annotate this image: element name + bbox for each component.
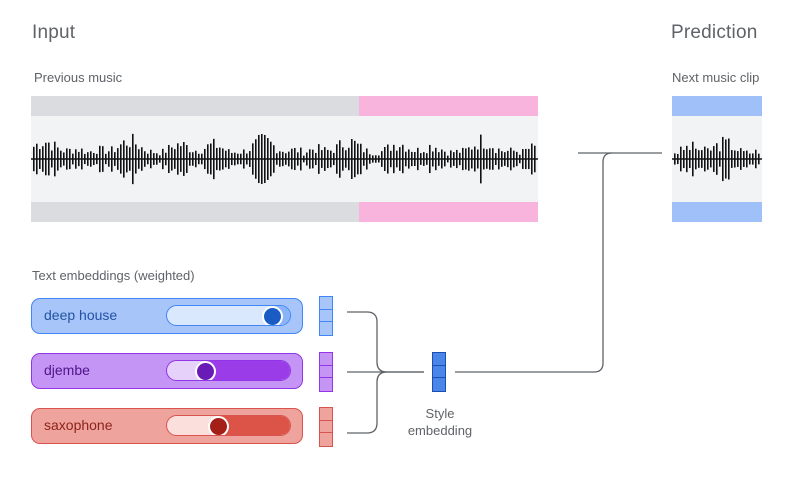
djembe-embedding-vector: [319, 352, 333, 392]
djembe-slider-fill: [205, 361, 290, 380]
next-clip-label: Next music clip: [672, 70, 760, 85]
prediction-title: Prediction: [671, 22, 758, 43]
style-to-prediction-line: [455, 152, 613, 373]
style-embedding-vector: [432, 352, 446, 392]
deep-house-weight-slider[interactable]: [166, 305, 291, 326]
prompt-deep-house[interactable]: deep house: [31, 298, 303, 334]
prediction-bar-bottom: [672, 202, 762, 222]
context-bar-top-pink: [359, 96, 538, 116]
djembe-weight-slider[interactable]: [166, 360, 291, 381]
djembe-slider-knob[interactable]: [197, 363, 214, 380]
next-clip-waveform: [672, 136, 762, 182]
context-bar-bottom-gray: [31, 202, 359, 222]
prompt-deep-house-label: deep house: [44, 307, 118, 323]
prompt-saxophone[interactable]: saxophone: [31, 408, 303, 444]
prompt-djembe-label: djembe: [44, 362, 90, 378]
saxophone-embedding-vector: [319, 407, 333, 447]
prompt-djembe[interactable]: djembe: [31, 353, 303, 389]
saxophone-slider-fill: [218, 416, 290, 435]
deep-house-slider-knob[interactable]: [264, 308, 281, 325]
saxophone-merge-line: [347, 371, 388, 434]
text-embeddings-label: Text embeddings (weighted): [32, 268, 195, 283]
previous-music-label: Previous music: [34, 70, 123, 85]
previous-music-waveform: [31, 133, 538, 185]
saxophone-slider-knob[interactable]: [210, 418, 227, 435]
deep-house-merge-line: [347, 311, 424, 373]
prompt-saxophone-label: saxophone: [44, 417, 113, 433]
input-title: Input: [32, 22, 76, 43]
deep-house-embedding-vector: [319, 296, 333, 336]
context-bar-top-gray: [31, 96, 359, 116]
saxophone-weight-slider[interactable]: [166, 415, 291, 436]
prediction-bar-top: [672, 96, 762, 116]
context-bar-bottom-pink: [359, 202, 538, 222]
